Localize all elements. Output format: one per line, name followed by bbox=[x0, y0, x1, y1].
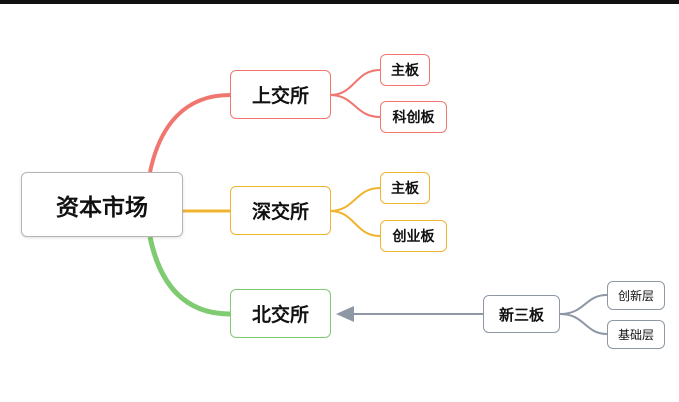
connector-xinsanban-jichuceng bbox=[559, 313, 608, 335]
connector-shangjiaosuo-kechuangban bbox=[329, 94, 381, 118]
leaf-node-zhuban-1: 主板 bbox=[380, 54, 430, 86]
leaf-node-jichuceng: 基础层 bbox=[607, 320, 665, 349]
connector-root-beijiaosuo bbox=[147, 236, 231, 317]
feeder-node-xinsanban: 新三板 bbox=[483, 295, 560, 333]
branch-node-shangjiaosuo: 上交所 bbox=[230, 70, 331, 119]
top-edge-bar bbox=[0, 0, 679, 4]
connector-shenjiaosuo-zhuban bbox=[329, 187, 381, 212]
connector-shangjiaosuo-zhuban bbox=[329, 69, 381, 96]
leaf-node-chuangyeban: 创业板 bbox=[380, 220, 447, 252]
root-node: 资本市场 bbox=[21, 172, 183, 237]
leaf-node-zhuban-2: 主板 bbox=[380, 172, 430, 204]
branch-node-shenjiaosuo: 深交所 bbox=[230, 186, 331, 235]
connector-shenjiaosuo-chuangyeban bbox=[329, 210, 381, 237]
leaf-node-kechuangban: 科创板 bbox=[380, 101, 447, 133]
leaf-node-chuangxinceng: 创新层 bbox=[607, 281, 665, 310]
branch-node-beijiaosuo: 北交所 bbox=[230, 289, 331, 338]
connector-xinsanban-chuangxinceng bbox=[559, 294, 608, 315]
connector-root-shangjiaosuo bbox=[148, 93, 231, 173]
